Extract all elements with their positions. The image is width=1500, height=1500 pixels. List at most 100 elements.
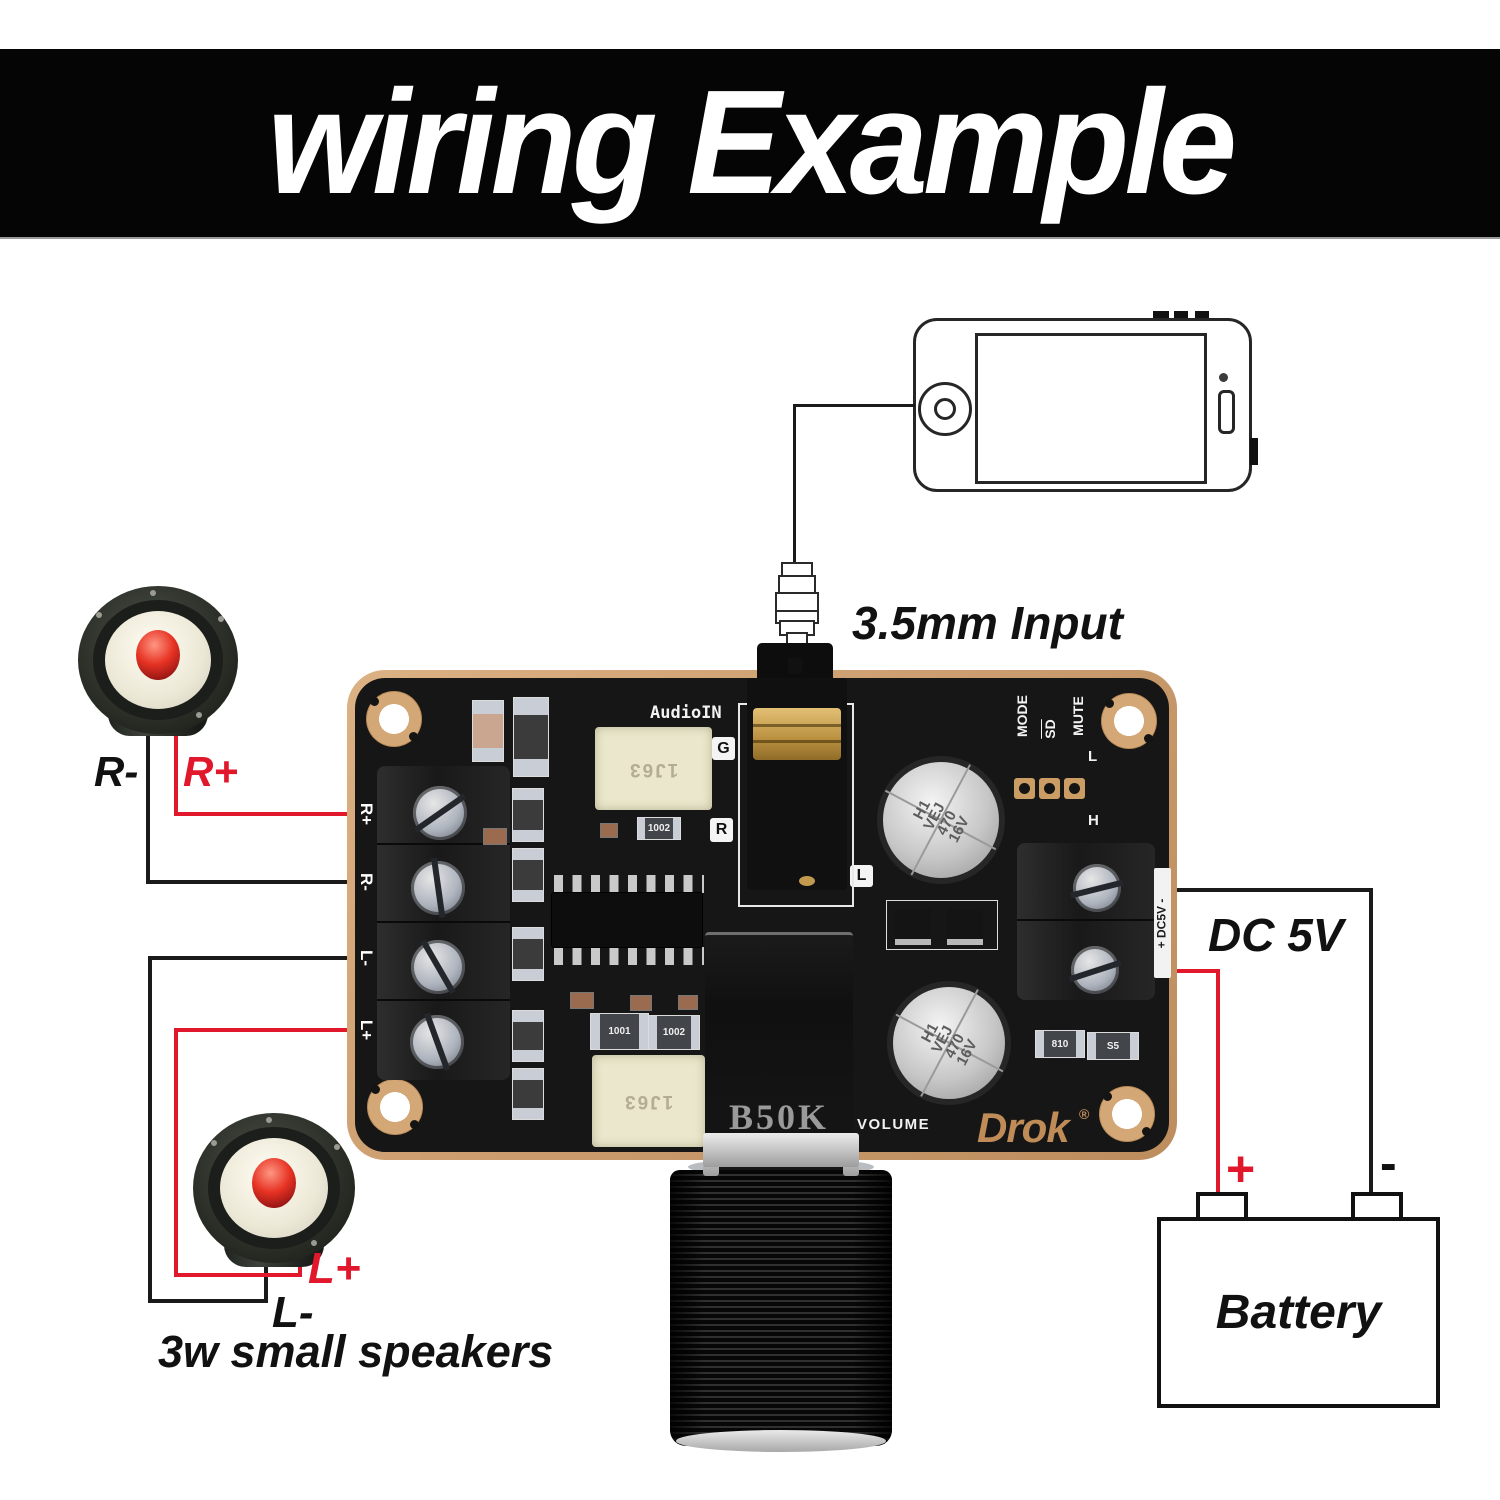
pot-bracket — [703, 1133, 859, 1167]
inductor: 1J63 — [595, 727, 712, 810]
phone-volume-button — [1174, 311, 1188, 319]
pcb-label-dc5v-strip: + DC5V - — [1154, 868, 1171, 978]
smd-component — [512, 848, 544, 902]
dc-terminal-screw-plus — [1068, 946, 1122, 994]
pcb-label-r-minus: R- — [357, 873, 376, 891]
terminal-screw-r-plus — [413, 786, 467, 840]
resistor-810: 810 — [1035, 1030, 1085, 1058]
smd-capacitor — [678, 995, 698, 1010]
smd-capacitor — [630, 995, 652, 1011]
dc-annotation: DC 5V — [1208, 909, 1344, 961]
audio-cable-horizontal — [793, 404, 915, 407]
pcb-label-sd: SD — [1042, 719, 1058, 739]
aux-jack-gold-contact — [753, 708, 841, 760]
dc-terminal-screw-minus — [1070, 864, 1124, 912]
wire-dc-plus — [1216, 969, 1220, 1194]
pcb-label-l: L — [850, 865, 873, 887]
pot-marking: B50K — [728, 1097, 829, 1137]
label-r-plus: R+ — [183, 748, 238, 795]
wire-dc-minus — [1101, 888, 1373, 892]
registered-mark-icon: ® — [1079, 1106, 1090, 1122]
phone-screen — [975, 333, 1207, 484]
jumper-pad — [1064, 778, 1085, 799]
wire-l-minus — [148, 1299, 268, 1303]
phone-home-button-inner — [934, 398, 956, 420]
label-l-minus: L- — [272, 1288, 314, 1337]
smd-component — [512, 1010, 544, 1062]
input-annotation: 3.5mm Input — [852, 597, 1123, 649]
wire-r-minus — [146, 698, 150, 884]
pcb-label-volume: VOLUME — [857, 1116, 931, 1133]
wire-l-plus — [174, 1273, 302, 1277]
label-l-plus: L+ — [308, 1244, 361, 1293]
label-r-minus: R- — [94, 748, 139, 795]
electrolytic-capacitor: H1 VEJ 470 16V — [887, 981, 1011, 1105]
resistor-1002: 1002 — [637, 817, 681, 840]
terminal-screw-l-plus — [410, 1012, 464, 1072]
pcb-label-r: R — [710, 818, 733, 842]
smd-component — [513, 697, 549, 777]
pcb-label-r-plus: R+ — [357, 802, 376, 826]
smd-component — [512, 788, 544, 842]
mounting-hole — [1099, 1086, 1155, 1142]
wire-l-minus — [148, 956, 152, 1303]
title-banner: wiring Example — [0, 49, 1500, 239]
wire-dc-minus — [1369, 888, 1373, 1194]
resistor-1002: 1002 — [648, 1015, 700, 1050]
wire-l-plus — [174, 1028, 178, 1277]
jumper-pad — [1014, 778, 1035, 799]
battery-label: Battery — [1215, 1286, 1382, 1339]
wire-l-minus — [264, 1240, 268, 1303]
audio-cable-vertical — [793, 404, 796, 564]
battery: Battery — [1157, 1217, 1440, 1408]
pcb-label-l-minus: L- — [357, 949, 376, 967]
smd-component — [472, 700, 504, 762]
mounting-hole — [366, 691, 422, 747]
volume-knob-base — [676, 1430, 886, 1452]
page-title: wiring Example — [267, 60, 1238, 225]
pcb-label-level-l: L — [1088, 748, 1098, 765]
smd-capacitor — [600, 823, 618, 838]
smd-capacitor — [483, 828, 507, 845]
wire-l-minus — [148, 956, 352, 960]
resistor-s5: S5 — [1087, 1032, 1139, 1060]
pcb-label-mode: MODE — [1014, 695, 1030, 737]
mounting-hole — [367, 1079, 423, 1135]
phone-earpiece-icon — [1218, 390, 1235, 434]
smd-component — [512, 1068, 544, 1120]
transistor-group — [886, 900, 998, 950]
phone-side-switch — [1250, 438, 1258, 465]
mounting-hole — [1101, 693, 1157, 749]
terminal-screw-l-minus — [411, 939, 465, 995]
amplifier-board: R+ R- L- L+ AudioIN 1J63 G R L 1002 — [347, 643, 1177, 1176]
inductor: 1J63 — [592, 1055, 705, 1147]
pcb-label-l-plus: L+ — [357, 1019, 376, 1041]
terminal-screw-r-minus — [411, 857, 465, 919]
pcb-label-audio-in: AudioIN — [650, 703, 722, 723]
pcb-label-level-h: H — [1088, 812, 1099, 829]
ic-pins — [554, 947, 704, 965]
pcb-label-mute: MUTE — [1070, 696, 1086, 736]
smd-component — [512, 927, 544, 981]
amplifier-ic — [552, 893, 702, 947]
aux-jack-socket — [747, 678, 847, 890]
phone-volume-button — [1153, 311, 1169, 319]
ic-pins — [554, 875, 704, 893]
phone-power-button — [1195, 311, 1209, 319]
jumper-pad — [1039, 778, 1060, 799]
smd-capacitor — [570, 992, 594, 1009]
volume-knob-shading — [670, 1170, 892, 1446]
brand-logo: Drok — [977, 1104, 1070, 1151]
electrolytic-capacitor: H1 VEJ 470 16V — [877, 756, 1005, 884]
battery-plus-sign: + — [1226, 1141, 1256, 1197]
wire-r-plus — [174, 812, 352, 816]
pcb-label-g: G — [712, 737, 735, 760]
battery-minus-sign: - — [1380, 1135, 1397, 1191]
speakers-caption: 3w small speakers — [158, 1326, 554, 1377]
phone-camera-icon — [1219, 373, 1228, 382]
potentiometer: B50K — [705, 932, 853, 1170]
wire-l-plus — [174, 1028, 352, 1032]
wire-r-plus — [174, 700, 178, 816]
wire-r-minus — [146, 880, 352, 884]
